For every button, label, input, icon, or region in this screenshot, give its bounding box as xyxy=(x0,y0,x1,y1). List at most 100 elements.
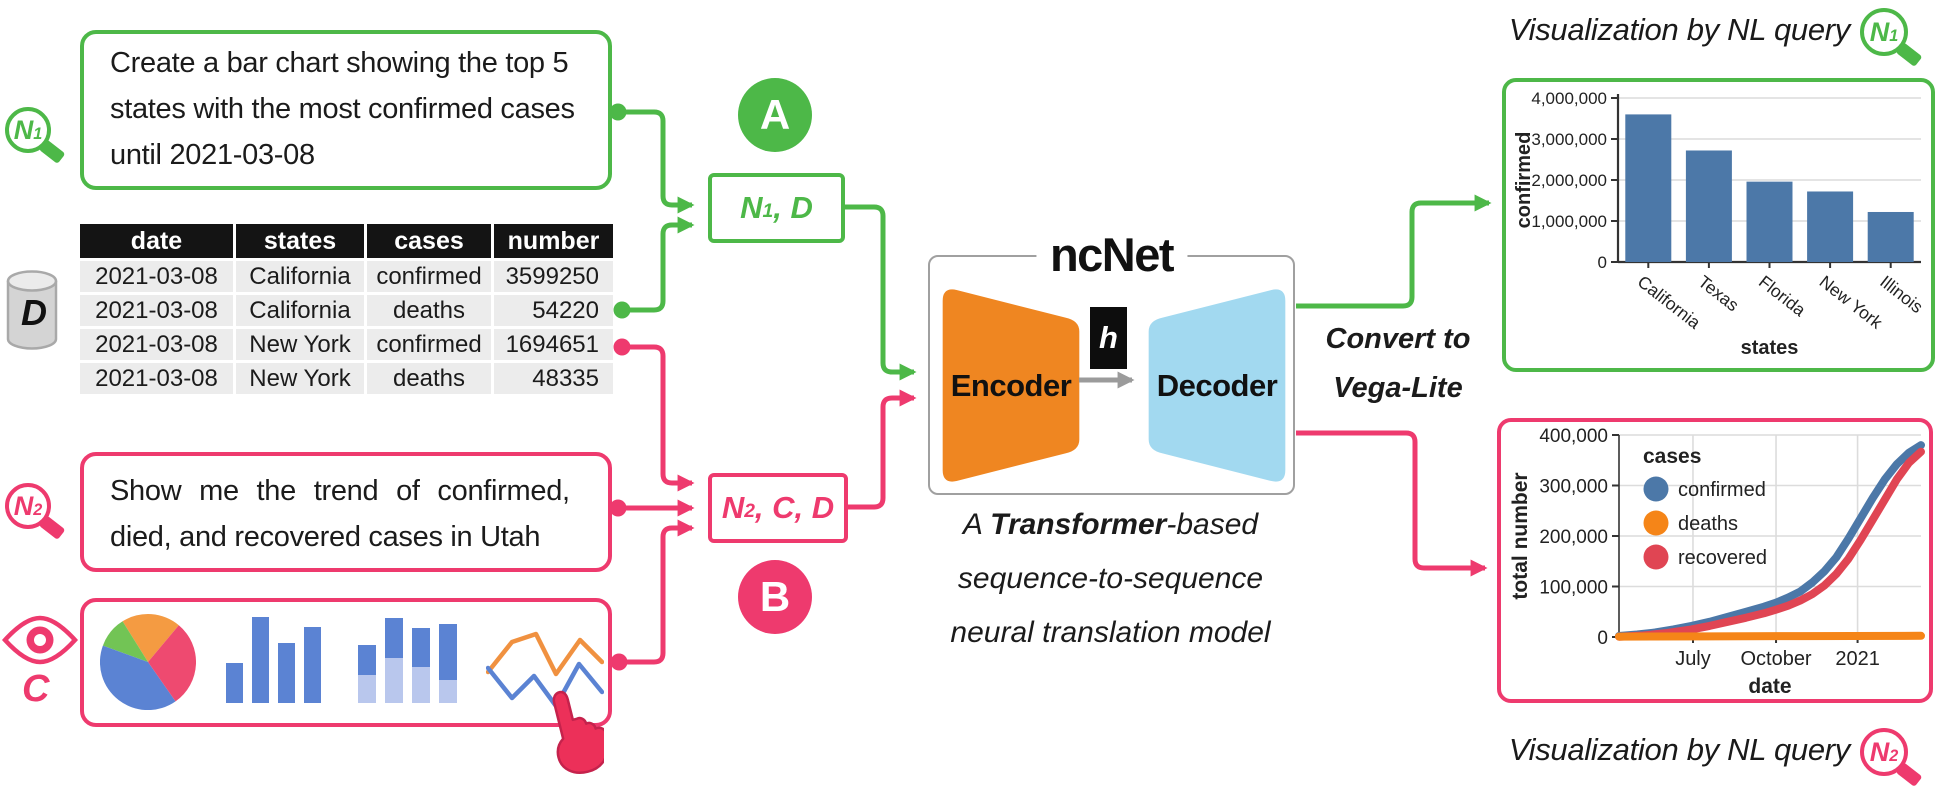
decoder-shape xyxy=(1148,289,1286,482)
bar-chart-icon xyxy=(226,617,321,703)
input-b-main: N xyxy=(721,490,745,525)
table-cell: California xyxy=(236,261,364,292)
viz-label-bottom: Visualization by NL query xyxy=(1508,732,1850,767)
line-chart-output-box xyxy=(1497,418,1933,703)
table-cell: 54220 xyxy=(494,295,613,326)
svg-text:confirmed: confirmed xyxy=(1678,479,1766,501)
svg-text:100,000: 100,000 xyxy=(1539,578,1608,599)
connector-data-to-a xyxy=(622,216,695,313)
n1-badge-letter: N xyxy=(13,114,34,145)
eye-icon xyxy=(2,615,78,665)
connector-data-to-b xyxy=(622,344,695,492)
table-cell: California xyxy=(236,295,364,326)
svg-text:3,000,000: 3,000,000 xyxy=(1531,130,1607,149)
svg-text:2,000,000: 2,000,000 xyxy=(1531,171,1607,190)
n1-query-box: Create a bar chart showing the top 5 sta… xyxy=(80,30,612,190)
line-chart-icon xyxy=(486,631,604,709)
input-a-rest: , D xyxy=(773,190,813,225)
pie-chart-icon xyxy=(100,614,196,710)
svg-text:July: July xyxy=(1675,648,1711,670)
svg-text:confirmed: confirmed xyxy=(1513,132,1535,229)
svg-text:total number: total number xyxy=(1509,472,1532,599)
table-cell: confirmed xyxy=(367,329,491,360)
svg-text:date: date xyxy=(1748,675,1791,698)
table-header-number: number xyxy=(494,224,613,258)
table-cell: 2021-03-08 xyxy=(80,261,233,292)
connector-decoder-to-barchart xyxy=(1296,194,1492,309)
connector-templates-to-b xyxy=(619,519,695,665)
connector-b-to-encoder xyxy=(848,389,917,510)
caption-bold: Transformer xyxy=(990,508,1167,541)
hidden-state-box: h xyxy=(1090,307,1127,369)
svg-text:400,000: 400,000 xyxy=(1539,426,1608,447)
viz-badge-n2-letter: N xyxy=(1869,736,1890,767)
table-cell: 2021-03-08 xyxy=(80,329,233,360)
database-icon xyxy=(6,270,58,350)
convert-note-line1: Convert to xyxy=(1325,323,1471,355)
encoder-shape xyxy=(942,289,1080,482)
svg-text:1,000,000: 1,000,000 xyxy=(1531,212,1607,231)
table-cell: 2021-03-08 xyxy=(80,363,233,394)
table-header-states: states xyxy=(236,224,364,258)
svg-text:October: October xyxy=(1740,648,1811,670)
connector-n1-to-a xyxy=(618,109,695,214)
svg-text:California: California xyxy=(1634,271,1705,332)
n2-query-line: died, and recovered cases in Utah xyxy=(110,521,541,553)
dataset-label: D xyxy=(21,292,47,333)
table-cell: 1694651 xyxy=(494,329,613,360)
viz-label-top: Visualization by NL query xyxy=(1508,12,1850,47)
svg-text:recovered: recovered xyxy=(1678,547,1767,569)
viz-badge-n1-letter: N xyxy=(1869,16,1890,47)
caption-line3: neural translation model xyxy=(950,616,1271,649)
input-a-main: N xyxy=(740,190,763,225)
table-cell: deaths xyxy=(367,363,491,394)
table-cell: New York xyxy=(236,363,364,394)
connector-a-to-encoder xyxy=(845,204,917,381)
step-a-label: A xyxy=(759,91,791,138)
pointer-hand-icon xyxy=(552,690,604,774)
step-b-label: B xyxy=(759,573,791,620)
bar-chart: 01,000,0002,000,0003,000,0004,000,000Cal… xyxy=(1513,89,1927,359)
chart-templates-label: C xyxy=(22,668,50,710)
model-title: ncNet xyxy=(1035,230,1188,280)
n1-query-line: until 2021-03-08 xyxy=(110,139,315,171)
encoder-label: Encoder xyxy=(950,368,1072,403)
svg-text:cases: cases xyxy=(1643,445,1701,468)
svg-text:Texas: Texas xyxy=(1694,271,1743,315)
dataset-table: date states cases number 2021-03-08 Cali… xyxy=(80,224,613,394)
svg-text:0: 0 xyxy=(1597,628,1608,649)
caption-line2: sequence-to-sequence xyxy=(957,562,1264,595)
svg-text:New York: New York xyxy=(1816,271,1887,332)
caption-post: -based xyxy=(1166,508,1259,541)
n2-query-line: Show me the trend of confirmed, xyxy=(110,475,570,507)
svg-text:200,000: 200,000 xyxy=(1539,527,1608,548)
n2-badge-letter: N xyxy=(13,490,34,521)
table-cell: 3599250 xyxy=(494,261,613,292)
n2-query-box: Show me the trend of confirmed, died, an… xyxy=(80,452,612,572)
model-caption: A Transformer-based sequence-to-sequence… xyxy=(893,498,1328,660)
table-header-date: date xyxy=(80,224,233,258)
convert-note-line2: Vega-Lite xyxy=(1333,372,1463,404)
decoder-label: Decoder xyxy=(1156,368,1278,403)
ncnet-model-box: ncNet Encoder Decoder h xyxy=(928,230,1295,495)
svg-text:4,000,000: 4,000,000 xyxy=(1531,89,1607,108)
svg-text:states: states xyxy=(1741,337,1799,359)
input-b-rest: , C, D xyxy=(754,490,835,525)
svg-text:Illinois: Illinois xyxy=(1876,271,1927,317)
table-cell: deaths xyxy=(367,295,491,326)
table-header-cases: cases xyxy=(367,224,491,258)
hidden-state-label: h xyxy=(1099,320,1118,355)
table-cell: 48335 xyxy=(494,363,613,394)
table-cell: New York xyxy=(236,329,364,360)
caption-pre: A xyxy=(962,508,991,541)
n1-query-line: states with the most confirmed cases xyxy=(110,93,575,125)
table-cell: confirmed xyxy=(367,261,491,292)
